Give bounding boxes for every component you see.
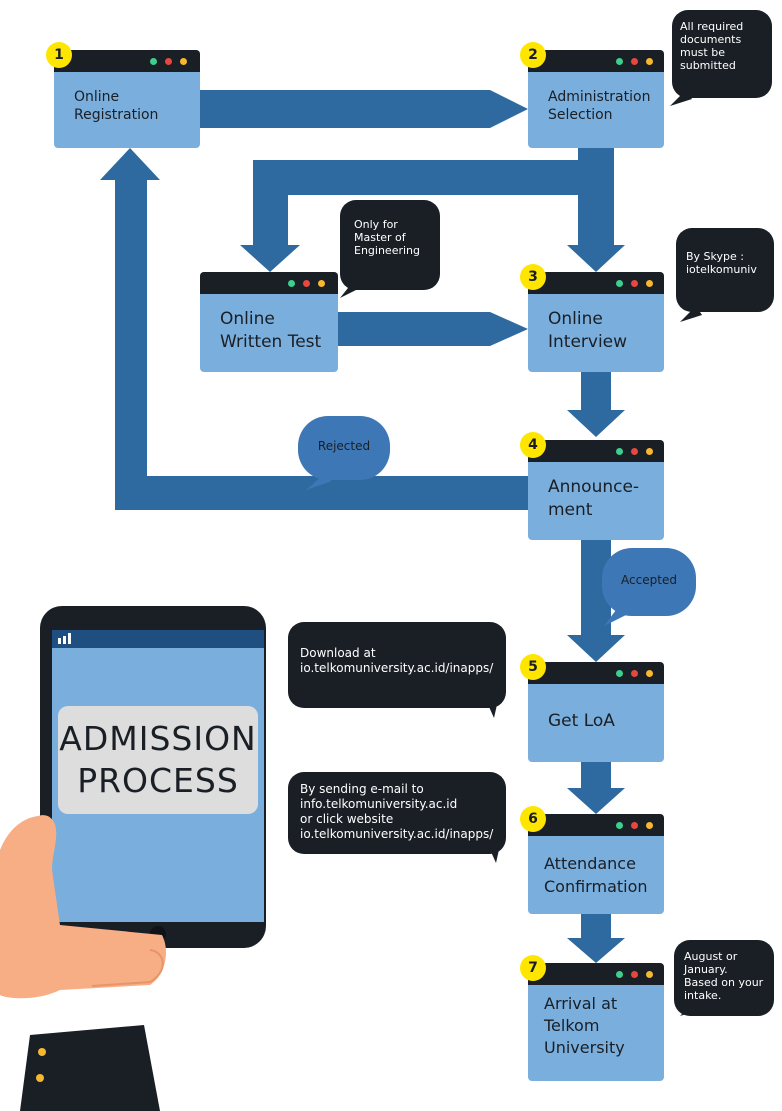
arrow-interview-to-announcement — [567, 372, 625, 437]
master-note: Only for Master of Engineering — [340, 200, 440, 290]
window-bar — [528, 440, 664, 462]
green-dot-icon — [616, 58, 623, 65]
download-note: Download at io.telkomuniversity.ac.id/in… — [288, 622, 506, 708]
step-3-box: 3 Online Interview — [520, 264, 664, 372]
step-label: Administration Selection — [548, 89, 651, 123]
window-bar — [54, 50, 200, 72]
phone-illustration — [0, 606, 266, 1111]
step-number: 7 — [520, 955, 546, 981]
yellow-dot-icon — [646, 670, 653, 677]
window-bar — [528, 662, 664, 684]
step-label: Announce- ment — [548, 477, 640, 520]
step-2-box: 2 Administration Selection — [520, 42, 664, 148]
yellow-dot-icon — [646, 280, 653, 287]
red-dot-icon — [631, 971, 638, 978]
step-1-box: 1 Online Registration — [46, 42, 200, 148]
arrow-rejected-loop — [100, 148, 528, 510]
email-note: By sending e-mail to info.telkomuniversi… — [288, 772, 506, 854]
arrow-branch-to-written-test — [240, 160, 578, 272]
yellow-dot-icon — [646, 822, 653, 829]
yellow-dot-icon — [646, 971, 653, 978]
documents-note: All required documents must be submitted — [672, 10, 772, 98]
window-bar — [528, 272, 664, 294]
step-6-box: 6 Attendance Confirmation — [520, 806, 664, 914]
arrow-registration-to-selection — [200, 90, 528, 128]
arrow-written-test-to-interview — [338, 312, 528, 346]
red-dot-icon — [631, 58, 638, 65]
step-5-box: 5 Get LoA — [520, 654, 664, 762]
step-label: Online Written Test — [220, 309, 322, 352]
red-dot-icon — [631, 448, 638, 455]
red-dot-icon — [165, 58, 172, 65]
step-number: 4 — [520, 432, 546, 458]
step-number: 6 — [520, 806, 546, 832]
green-dot-icon — [616, 448, 623, 455]
yellow-dot-icon — [318, 280, 325, 287]
intake-note: August or January. Based on your intake. — [674, 940, 774, 1016]
admission-process-title: ADMISSION PROCESS — [58, 706, 258, 814]
green-dot-icon — [616, 670, 623, 677]
skype-note: By Skype : iotelkomuniv — [676, 228, 774, 312]
green-dot-icon — [150, 58, 157, 65]
yellow-dot-icon — [646, 448, 653, 455]
step-7-box: 7 Arrival at Telkom University — [520, 955, 664, 1081]
green-dot-icon — [616, 280, 623, 287]
step-label: Online Registration — [74, 89, 159, 123]
window-bar — [528, 50, 664, 72]
red-dot-icon — [631, 670, 638, 677]
green-dot-icon — [616, 971, 623, 978]
step-number: 1 — [46, 42, 72, 68]
written-test-box: Online Written Test — [200, 272, 338, 372]
step-number: 5 — [520, 654, 546, 680]
yellow-dot-icon — [646, 58, 653, 65]
step-label: Get LoA — [548, 711, 615, 731]
step-number: 2 — [520, 42, 546, 68]
window-bar — [528, 963, 664, 985]
yellow-dot-icon — [180, 58, 187, 65]
window-bar — [528, 814, 664, 836]
arrow-selection-to-interview — [567, 148, 625, 272]
step-label: Attendance Confirmation — [544, 854, 648, 896]
accepted-note: Accepted — [602, 548, 696, 616]
rejected-note: Rejected — [298, 416, 390, 480]
step-4-box: 4 Announce- ment — [520, 432, 664, 540]
red-dot-icon — [631, 822, 638, 829]
green-dot-icon — [288, 280, 295, 287]
step-label: Arrival at Telkom University — [544, 994, 625, 1057]
arrow-attendance-to-arrival — [567, 914, 625, 963]
window-bar — [200, 272, 338, 294]
arrow-loa-to-attendance — [567, 762, 625, 814]
red-dot-icon — [631, 280, 638, 287]
step-label: Online Interview — [548, 309, 628, 352]
step-number: 3 — [520, 264, 546, 290]
red-dot-icon — [303, 280, 310, 287]
green-dot-icon — [616, 822, 623, 829]
